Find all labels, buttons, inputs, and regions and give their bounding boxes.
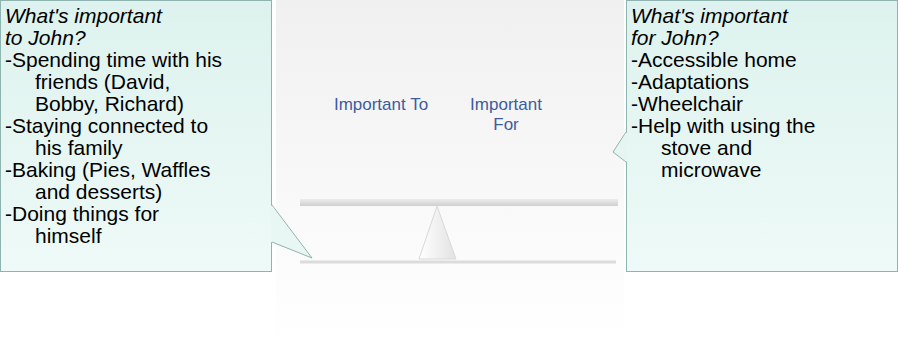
callout-box: What's important to John?-Spending time …: [0, 0, 272, 272]
seesaw-label: Important To: [333, 95, 429, 115]
list-item: -Help with using the stove and microwave: [631, 115, 853, 181]
list-item: -Staying connected to his family: [5, 115, 227, 159]
list-item: -Wheelchair: [631, 93, 853, 115]
callout-heading: What's important to John?: [5, 5, 177, 49]
list-item: -Spending time with his friends (David, …: [5, 49, 227, 115]
list-item: -Doing things for himself: [5, 203, 227, 247]
callout-box: What's important for John?-Accessible ho…: [626, 0, 898, 272]
list-item: -Baking (Pies, Waffles and desserts): [5, 159, 227, 203]
list-item: -Adaptations: [631, 71, 853, 93]
list-item: -Accessible home: [631, 49, 853, 71]
callout-heading: What's important for John?: [631, 5, 803, 49]
seesaw-label: Important For: [458, 95, 554, 135]
